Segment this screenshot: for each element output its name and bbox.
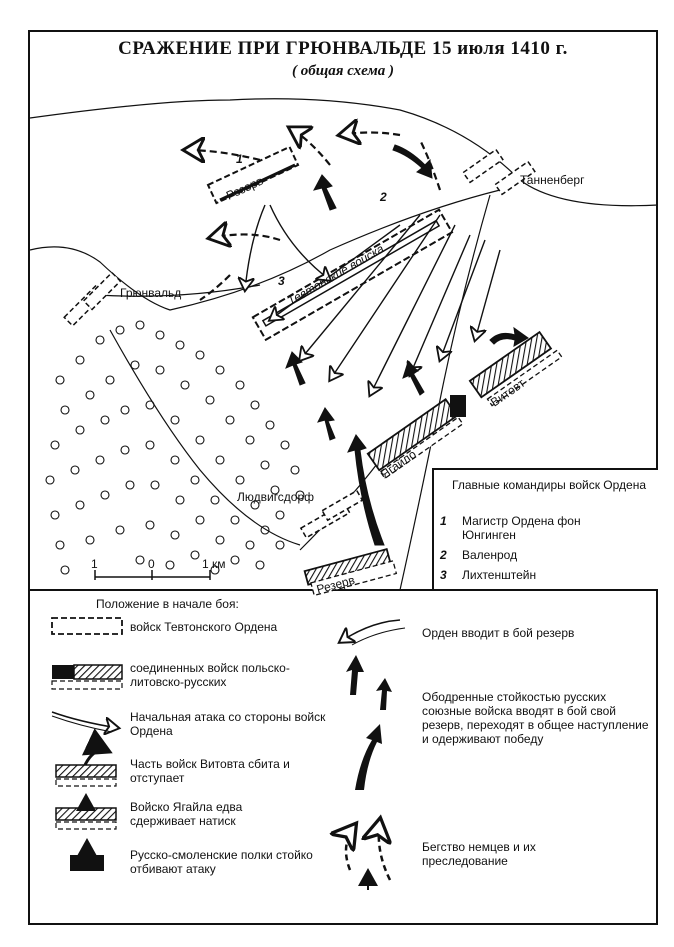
commander-name: Магистр Ордена фон Юнгинген bbox=[462, 514, 581, 542]
label-grunwald: Грюнвальд bbox=[120, 286, 182, 300]
unit-vytautas bbox=[450, 330, 563, 417]
commander-number: 2 bbox=[440, 548, 447, 562]
unit-number-2: 2 bbox=[380, 190, 387, 204]
legend-text-allied-position: соединенных войск польско-литовско-русск… bbox=[130, 661, 290, 689]
legend-title: Положение в начале боя: bbox=[96, 597, 239, 611]
scale-label-1: 1 bbox=[91, 557, 98, 571]
arrows-flight bbox=[185, 128, 442, 301]
legend-text-order-reserve: Орден вводит в бой резерв bbox=[422, 626, 575, 640]
commander-number: 1 bbox=[440, 514, 447, 528]
commanders-heading: Главные командиры войск Ордена bbox=[452, 478, 646, 492]
commander-row: 2 Валенрод bbox=[440, 548, 637, 562]
unit-teutonic-line bbox=[251, 208, 454, 342]
village-grunwald bbox=[63, 271, 122, 327]
unit-number-1: 1 bbox=[236, 152, 243, 166]
arrows-allied-advance bbox=[285, 144, 529, 546]
legend-text-flight: Бегство немцев и их преследование bbox=[422, 840, 536, 868]
legend-text-allied-reserve: Ободренные стойкостью русских союзные во… bbox=[422, 690, 649, 746]
commanders-box: Главные командиры войск Ордена 1 Магистр … bbox=[432, 468, 658, 589]
commander-name: Лихтенштейн bbox=[462, 568, 537, 582]
map-subtitle: ( общая схема ) bbox=[292, 63, 394, 79]
arrows-order-reserve bbox=[245, 204, 330, 290]
label-ludwigsdorf: Людвигсдорф bbox=[237, 490, 315, 504]
unit-allied-reserve bbox=[303, 548, 398, 597]
commander-number: 3 bbox=[440, 568, 447, 582]
unit-jagiello bbox=[366, 398, 464, 480]
map-title: СРАЖЕНИЕ ПРИ ГРЮНВАЛЬДЕ 15 июля 1410 г. bbox=[118, 38, 568, 59]
legend-symbols bbox=[51, 617, 406, 890]
legend-text-jagiello-holds: Войско Ягайла едва сдерживает натиск bbox=[130, 800, 243, 828]
commander-row: 1 Магистр Ордена фон Юнгинген bbox=[440, 514, 637, 542]
legend-text-initial-attack: Начальная атака со стороны войск Ордена bbox=[130, 710, 326, 738]
scale-label-1km: 1 км bbox=[202, 557, 226, 571]
village-tannenberg bbox=[462, 148, 536, 196]
legend-text-teutonic-position: войск Тевтонского Ордена bbox=[130, 620, 278, 634]
commander-name: Валенрод bbox=[462, 548, 518, 562]
unit-order-reserve bbox=[206, 145, 300, 205]
forest bbox=[45, 320, 305, 575]
legend-text-smolensk: Русско-смоленские полки стойко отбивают … bbox=[130, 848, 313, 876]
label-tannenberg: Танненберг bbox=[520, 173, 585, 187]
unit-number-3: 3 bbox=[278, 274, 285, 288]
scale-bar bbox=[94, 570, 211, 580]
arrows-initial-attack bbox=[270, 214, 501, 395]
legend-text-vytautas-retreat: Часть войск Витовта сбита и отступает bbox=[130, 757, 290, 785]
scale-label-0: 0 bbox=[148, 557, 155, 571]
village-ludwigsdorf bbox=[299, 489, 364, 539]
commander-row: 3 Лихтенштейн bbox=[440, 568, 637, 582]
